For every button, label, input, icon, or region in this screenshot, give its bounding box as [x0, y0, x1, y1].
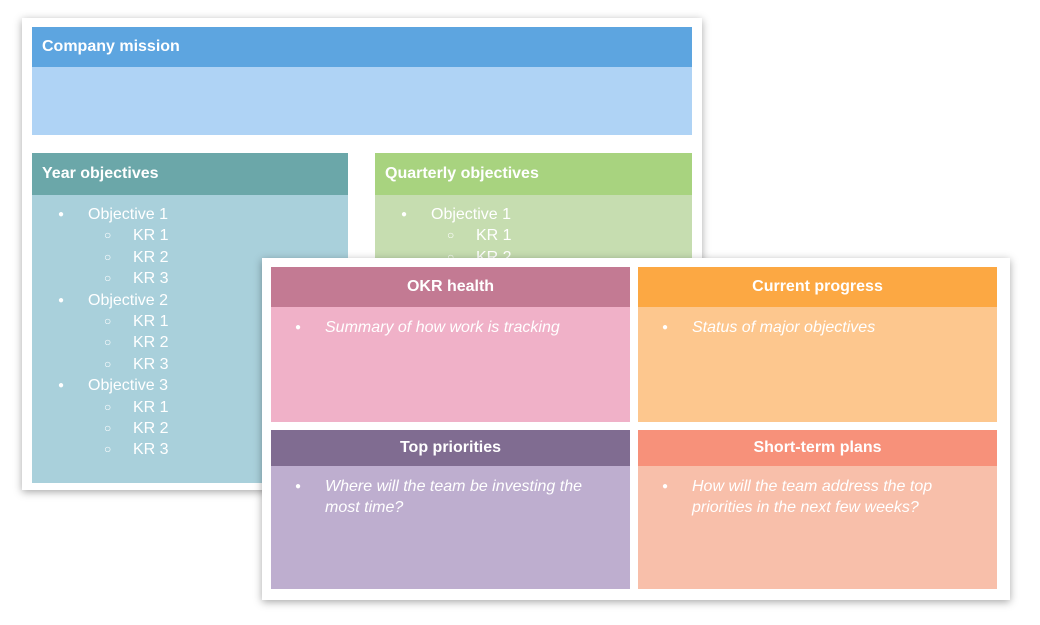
bullet-icon: ● — [662, 481, 669, 492]
kr-item: KR 1 — [104, 397, 348, 419]
top-priorities-text: Where will the team be investing the mos… — [325, 478, 583, 516]
year-objectives-list: Objective 1 KR 1 KR 2 KR 3 Objective 2 K… — [32, 204, 348, 461]
current-progress-item: ● Status of major objectives — [638, 307, 997, 338]
objective-label: Objective 1 — [88, 206, 169, 223]
short-term-plans-header: Short-term plans — [638, 430, 997, 466]
current-progress-title: Current progress — [752, 278, 883, 295]
bullet-icon: ● — [295, 481, 302, 492]
current-progress-text: Status of major objectives — [692, 319, 876, 336]
kr-item: KR 2 — [104, 332, 348, 354]
okr-health-block: OKR health ● Summary of how work is trac… — [271, 267, 630, 422]
okr-health-title: OKR health — [406, 278, 495, 295]
kr-list: KR 1 KR 2 KR 3 — [88, 225, 348, 290]
company-mission-title: Company mission — [42, 38, 180, 55]
bullet-icon: ● — [295, 322, 302, 333]
objective-label: Objective 1 — [431, 206, 512, 223]
bullet-icon: ● — [662, 322, 669, 333]
top-priorities-header: Top priorities — [271, 430, 630, 466]
kr-item: KR 2 — [104, 418, 348, 440]
okr-health-header: OKR health — [271, 267, 630, 307]
kr-item: KR 1 — [447, 225, 692, 247]
kr-item: KR 3 — [104, 354, 348, 376]
company-mission-block: Company mission — [32, 27, 692, 135]
top-priorities-title: Top priorities — [399, 439, 502, 456]
top-priorities-item: ● Where will the team be investing the m… — [271, 466, 630, 518]
objective-label: Objective 2 — [88, 291, 169, 309]
kr-item: KR 1 — [104, 225, 348, 247]
kr-item: KR 3 — [104, 439, 348, 461]
kr-list: KR 1 KR 2 KR 3 — [88, 397, 348, 462]
kr-item: KR 3 — [104, 268, 348, 290]
year-objectives-title: Year objectives — [42, 165, 159, 182]
kr-item: KR 2 — [104, 247, 348, 269]
year-objective-item: Objective 3 KR 1 KR 2 KR 3 — [58, 375, 348, 461]
objective-label: Objective 3 — [88, 377, 169, 395]
kr-list: KR 1 KR 2 KR 3 — [88, 311, 348, 376]
top-priorities-block: Top priorities ● Where will the team be … — [271, 430, 630, 589]
year-objective-item: Objective 2 KR 1 KR 2 KR 3 — [58, 290, 348, 376]
quarterly-objectives-title: Quarterly objectives — [385, 165, 539, 182]
quarterly-objectives-header: Quarterly objectives — [375, 153, 692, 195]
short-term-plans-item: ● How will the team address the top prio… — [638, 466, 997, 518]
year-objectives-header: Year objectives — [32, 153, 348, 195]
short-term-plans-block: Short-term plans ● How will the team add… — [638, 430, 997, 589]
short-term-plans-title: Short-term plans — [753, 439, 882, 456]
year-objective-item: Objective 1 KR 1 KR 2 KR 3 — [58, 204, 348, 290]
company-mission-header: Company mission — [32, 27, 692, 67]
okr-slide-front: OKR health ● Summary of how work is trac… — [262, 258, 1010, 600]
current-progress-block: Current progress ● Status of major objec… — [638, 267, 997, 422]
okr-health-item: ● Summary of how work is tracking — [271, 307, 630, 338]
current-progress-header: Current progress — [638, 267, 997, 307]
short-term-plans-text: How will the team address the top priori… — [692, 478, 933, 516]
okr-health-text: Summary of how work is tracking — [325, 319, 560, 336]
kr-item: KR 1 — [104, 311, 348, 333]
